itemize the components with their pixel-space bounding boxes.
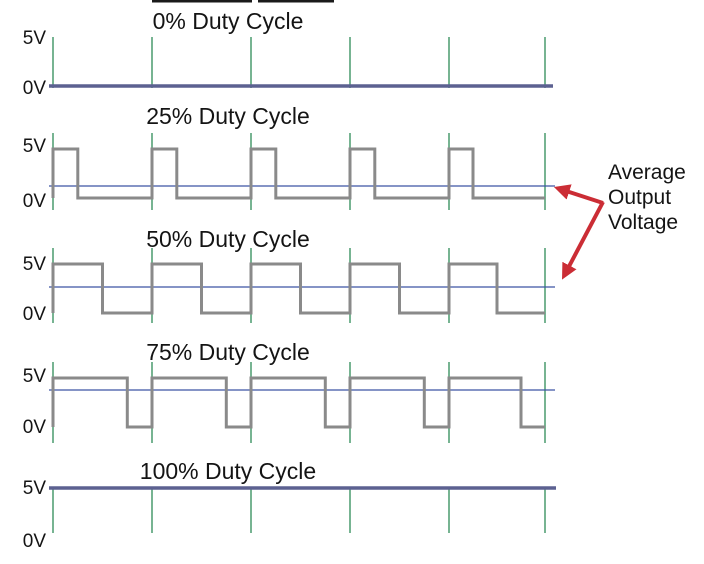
cropped-text-artifact	[152, 0, 252, 3]
y-label-5v-panel2: 5V	[22, 254, 46, 275]
y-label-0v-panel0: 0V	[22, 78, 46, 99]
panel-title-75pct: 75% Duty Cycle	[146, 339, 310, 365]
y-label-0v-panel4: 0V	[22, 531, 46, 552]
y-label-5v-panel3: 5V	[22, 366, 46, 387]
cropped-text-artifact	[258, 0, 334, 3]
panel-title-25pct: 25% Duty Cycle	[146, 103, 310, 129]
annotation-line-3: Voltage	[608, 211, 679, 234]
y-label-5v-panel4: 5V	[22, 478, 46, 499]
annotation-line-1: Average	[608, 161, 686, 184]
panel-title-100pct: 100% Duty Cycle	[139, 458, 317, 484]
y-label-0v-panel2: 0V	[22, 304, 46, 325]
y-label-0v-panel1: 0V	[22, 191, 46, 212]
pwm-waveform	[51, 147, 545, 200]
pwm-waveform	[51, 376, 545, 429]
panel-title-50pct: 50% Duty Cycle	[146, 226, 310, 252]
y-label-5v-panel1: 5V	[22, 136, 46, 157]
annotation-line-2: Output	[608, 186, 672, 209]
y-label-5v-panel0: 5V	[22, 28, 46, 49]
panel-title-0pct: 0% Duty Cycle	[152, 8, 304, 34]
pwm-waveform	[51, 262, 545, 315]
annotation-arrow-lower	[562, 201, 605, 280]
y-label-0v-panel3: 0V	[22, 417, 46, 438]
average-output-voltage-label: Average Output Voltage	[608, 160, 686, 235]
annotation-arrow-upper	[553, 184, 604, 205]
